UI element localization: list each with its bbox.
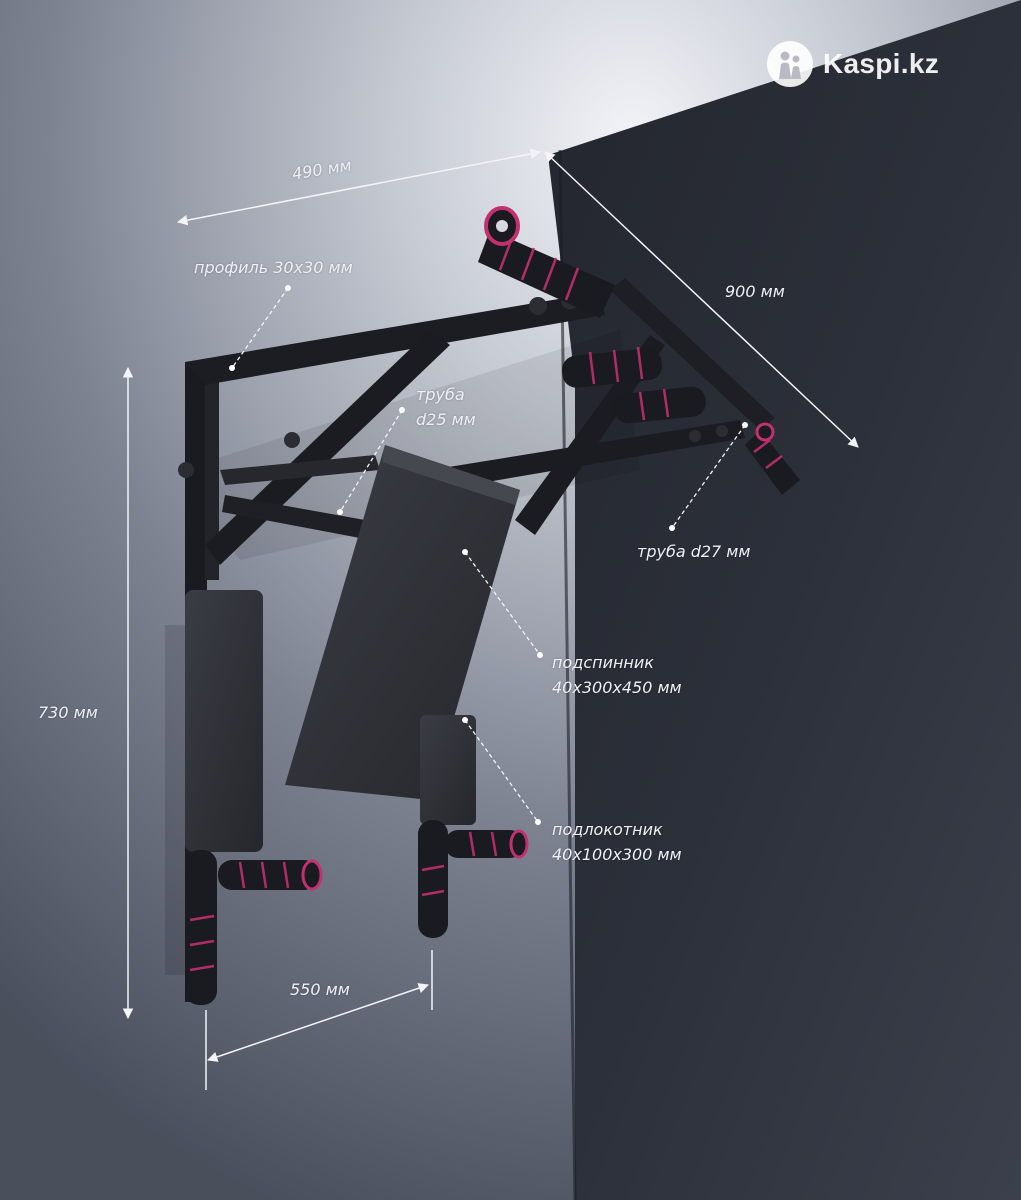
backrest-label-line1: подспинник bbox=[552, 653, 654, 672]
width-bottom-label: 550 мм bbox=[290, 980, 350, 999]
tube-d25-label-line2: d25 мм bbox=[416, 410, 476, 429]
kaspi-logo: Kaspi.kz bbox=[767, 40, 939, 88]
depth-label: 900 мм bbox=[725, 282, 785, 301]
kaspi-logo-icon bbox=[767, 41, 813, 87]
backrest-pad bbox=[285, 445, 520, 800]
dimension-lines bbox=[122, 148, 859, 1090]
backrest-label-line2: 40х300х450 мм bbox=[552, 678, 682, 697]
dip-grips bbox=[185, 820, 529, 1005]
profile-label: профиль 30х30 мм bbox=[194, 258, 353, 277]
kaspi-logo-text: Kaspi.kz bbox=[823, 48, 939, 79]
tube-d27-label: труба d27 мм bbox=[637, 542, 751, 561]
armrest-label-line2: 40х100х300 мм bbox=[552, 845, 682, 864]
height-label: 730 мм bbox=[38, 703, 98, 722]
tube-d25-label-line1: труба bbox=[416, 385, 465, 404]
armrest-pad-right bbox=[420, 715, 476, 825]
armrest-label-line1: подлокотник bbox=[552, 820, 663, 839]
callout-pointers bbox=[231, 287, 746, 823]
armrest-pad-left bbox=[185, 590, 263, 852]
